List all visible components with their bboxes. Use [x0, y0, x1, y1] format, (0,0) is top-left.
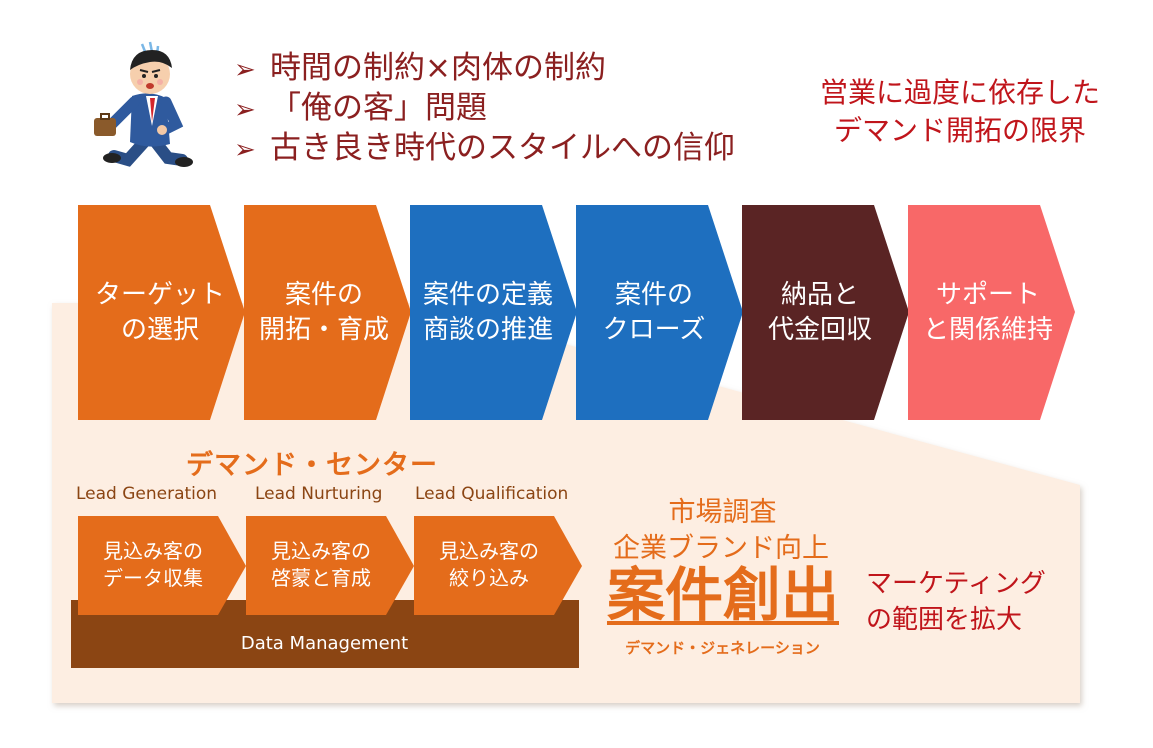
bullet-text: 時間の制約×肉体の制約	[270, 50, 606, 86]
process-label-line: の選択	[120, 315, 199, 345]
lead-stage-chevron-3	[414, 516, 582, 615]
expand-note-line2: の範囲を拡大	[866, 605, 1023, 635]
lead-stage-line: 見込み客の	[271, 539, 371, 563]
expand-note-line1: マーケティング	[866, 569, 1046, 599]
bullet-item: ➢ 時間の制約×肉体の制約	[234, 49, 606, 89]
process-label-line: 納品と	[780, 280, 859, 310]
running-businessman-icon	[94, 41, 193, 167]
process-label-line: 商談の推進	[422, 315, 553, 345]
process-label-line: 開拓・育成	[258, 315, 389, 345]
limit-note: 営業に過度に依存した デマンド開拓の限界	[800, 74, 1120, 150]
bullet-text: 古き良き時代のスタイルへの信仰	[270, 130, 735, 166]
demand-center-title: デマンド・センター	[186, 450, 438, 481]
process-chevron-5	[742, 205, 909, 420]
process-chevron-6	[908, 205, 1075, 420]
brand-improvement-text: 企業ブランド向上	[613, 533, 829, 564]
demand-generation-text: デマンド・ジェネレーション	[625, 639, 820, 657]
bullet-text: 「俺の客」問題	[270, 90, 487, 126]
process-label-4: 案件の クローズ	[574, 278, 734, 348]
process-label-line: ターゲット	[94, 280, 225, 310]
bullet-arrow-icon: ➢	[234, 135, 256, 165]
process-label-line: 案件の	[284, 280, 363, 310]
limit-note-line1: 営業に過度に依存した	[819, 76, 1100, 109]
process-label-2: 案件の 開拓・育成	[244, 278, 404, 348]
lead-stage-line: 絞り込み	[449, 566, 529, 590]
lead-qualification-label: Lead Qualification	[415, 484, 569, 504]
process-label-line: と関係維持	[922, 315, 1053, 345]
expand-scope-note: マーケティング の範囲を拡大	[866, 566, 1046, 638]
process-chevrons	[78, 205, 1075, 420]
market-research-text: 市場調査	[668, 497, 777, 528]
lead-nurturing-label: Lead Nurturing	[255, 484, 383, 504]
process-chevron-1	[78, 205, 245, 420]
process-chevron-3	[410, 205, 577, 420]
limit-note-line2: デマンド開拓の限界	[833, 114, 1086, 147]
process-label-line: 案件の定義	[422, 280, 553, 310]
process-label-5: 納品と 代金回収	[740, 278, 900, 348]
lead-stage-line: 見込み客の	[439, 539, 539, 563]
lead-stage-line: 見込み客の	[103, 539, 203, 563]
lead-generation-label: Lead Generation	[76, 484, 218, 504]
process-label-line: 案件の	[614, 280, 693, 310]
data-management-label: Data Management	[240, 633, 409, 654]
process-chevron-4	[576, 205, 743, 420]
lead-stage-label-3: 見込み客の 絞り込み	[414, 538, 564, 592]
process-label-line: サポート	[935, 280, 1040, 310]
lead-stage-label-2: 見込み客の 啓蒙と育成	[246, 538, 396, 592]
bullet-arrow-icon: ➢	[234, 95, 256, 125]
bullet-item: ➢ 古き良き時代のスタイルへの信仰	[234, 129, 735, 169]
process-label-1: ターゲット の選択	[80, 278, 240, 348]
process-label-3: 案件の定義 商談の推進	[408, 278, 568, 348]
lead-stage-chevron-2	[246, 516, 414, 615]
process-chevron-2	[244, 205, 411, 420]
project-creation-headline: 案件創出	[606, 561, 839, 629]
lead-stage-line: データ収集	[103, 566, 203, 590]
lead-stage-chevron-1	[78, 516, 246, 615]
bullet-item: ➢ 「俺の客」問題	[234, 89, 487, 129]
process-label-6: サポート と関係維持	[908, 278, 1068, 348]
bullet-arrow-icon: ➢	[234, 55, 256, 85]
lead-stage-line: 啓蒙と育成	[271, 566, 371, 590]
process-label-line: クローズ	[602, 315, 706, 345]
process-label-line: 代金回収	[767, 315, 872, 345]
lead-stage-label-1: 見込み客の データ収集	[78, 538, 228, 592]
